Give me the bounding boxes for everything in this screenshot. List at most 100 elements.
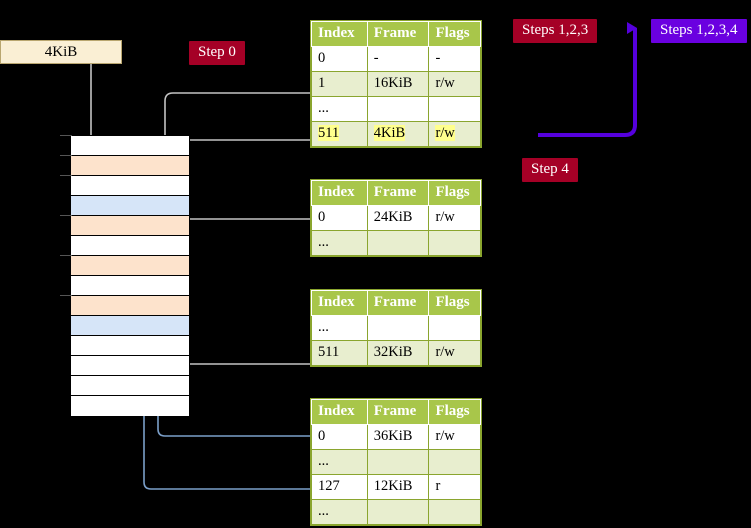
memory-frame-cell[interactable] <box>71 236 189 256</box>
cell-flags: r/w <box>428 121 481 147</box>
cell-value: 16KiB <box>373 75 413 91</box>
column-header-flags: Flags <box>428 399 481 425</box>
cell-value: ... <box>318 503 329 519</box>
column-header-flags: Flags <box>428 180 481 206</box>
table-row[interactable]: 1 16KiB r/w <box>311 71 481 97</box>
badge-steps-1234-label: Steps 1,2,3,4 <box>660 22 738 38</box>
column-header-index: Index <box>311 21 368 47</box>
column-header-flags: Flags <box>428 21 481 47</box>
cell-flags <box>428 315 481 341</box>
memory-tick <box>60 255 72 256</box>
cell-value: 0 <box>318 209 326 225</box>
memory-tick <box>60 155 72 156</box>
cell-value: 127 <box>318 478 340 494</box>
memory-frame-cell[interactable] <box>71 216 189 236</box>
column-header-frame: Frame <box>366 290 430 316</box>
memory-frame-cell[interactable] <box>71 356 189 376</box>
cell-index: ... <box>311 230 368 256</box>
memory-frame-cell[interactable] <box>71 316 189 336</box>
cell-flags: r/w <box>428 205 481 231</box>
cell-value: 0 <box>318 428 326 444</box>
memory-frame-cell[interactable] <box>71 376 189 396</box>
cell-flags: r/w <box>428 340 481 366</box>
memory-frame-cell[interactable] <box>71 136 189 156</box>
table-row[interactable]: 0 36KiB r/w <box>311 424 481 450</box>
frame-size-label: 4KiB <box>44 44 78 60</box>
cell-index: 511 <box>311 121 368 147</box>
frame-size-box: 4KiB <box>0 40 122 64</box>
cell-flags: - <box>428 46 481 72</box>
cell-value: 4KiB <box>373 125 406 141</box>
cell-index: ... <box>311 499 368 525</box>
cell-value: ... <box>318 234 329 250</box>
memory-frame-cell[interactable] <box>71 396 189 416</box>
wire-pml4-row511-to-frame <box>170 139 310 156</box>
table-row[interactable]: 127 12KiB r <box>311 474 481 500</box>
table-row[interactable]: ... <box>311 96 481 122</box>
cell-value: r/w <box>435 75 455 91</box>
column-header-index: Index <box>311 290 368 316</box>
memory-tick <box>60 175 72 176</box>
cell-frame: 36KiB <box>366 424 430 450</box>
memory-frame-cell[interactable] <box>71 176 189 196</box>
badge-steps-1234: Steps 1,2,3,4 <box>651 19 747 43</box>
table-row[interactable]: ... <box>311 230 481 256</box>
cell-flags: r/w <box>428 71 481 97</box>
memory-tick <box>60 135 72 136</box>
table-row[interactable]: ... <box>311 499 481 525</box>
column-header-index: Index <box>311 399 368 425</box>
cell-frame: 32KiB <box>366 340 430 366</box>
cell-frame: 12KiB <box>366 474 430 500</box>
cell-frame: - <box>366 46 430 72</box>
column-header-frame: Frame <box>366 180 430 206</box>
cell-flags <box>428 230 481 256</box>
badge-step-0-label: Step 0 <box>198 44 236 60</box>
cell-value: ... <box>318 100 329 116</box>
memory-frame-cell[interactable] <box>71 296 189 316</box>
cell-value: r/w <box>435 428 455 444</box>
cell-flags <box>428 96 481 122</box>
cell-flags: r/w <box>428 424 481 450</box>
steps-bracket-arrow <box>538 22 637 137</box>
cell-value: r/w <box>435 209 455 225</box>
table-row[interactable]: ... <box>311 315 481 341</box>
wire-pd-row511-to-frame <box>172 318 310 365</box>
memory-frame-cell[interactable] <box>71 336 189 356</box>
cell-flags: r <box>428 474 481 500</box>
cell-frame <box>366 449 430 475</box>
cell-value: r <box>435 478 441 494</box>
cell-index: 0 <box>311 424 368 450</box>
table-row[interactable]: ... <box>311 449 481 475</box>
cell-value: ... <box>318 453 329 469</box>
cell-index: ... <box>311 315 368 341</box>
memory-frame-cell[interactable] <box>71 196 189 216</box>
cell-frame: 4KiB <box>366 121 430 147</box>
cell-frame: 16KiB <box>366 71 430 97</box>
cell-value: 1 <box>318 75 326 91</box>
column-header-frame: Frame <box>366 399 430 425</box>
table-row[interactable]: 0-- <box>311 46 481 72</box>
memory-tick <box>60 295 72 296</box>
cell-value: 511 <box>318 125 340 141</box>
memory-frame-cell[interactable] <box>71 256 189 276</box>
cell-value: 12KiB <box>373 478 413 494</box>
memory-frame-cell[interactable] <box>71 156 189 176</box>
cell-flags <box>428 449 481 475</box>
cell-value: 36KiB <box>373 428 413 444</box>
table-row[interactable]: 511 4KiB r/w <box>311 121 481 147</box>
badge-steps-123: Steps 1,2,3 <box>513 19 598 43</box>
cell-frame <box>366 499 430 525</box>
wire-pdp-row0-to-frame <box>178 218 310 254</box>
memory-frame-cell[interactable] <box>71 276 189 296</box>
cell-index: 127 <box>311 474 368 500</box>
cell-flags <box>428 499 481 525</box>
